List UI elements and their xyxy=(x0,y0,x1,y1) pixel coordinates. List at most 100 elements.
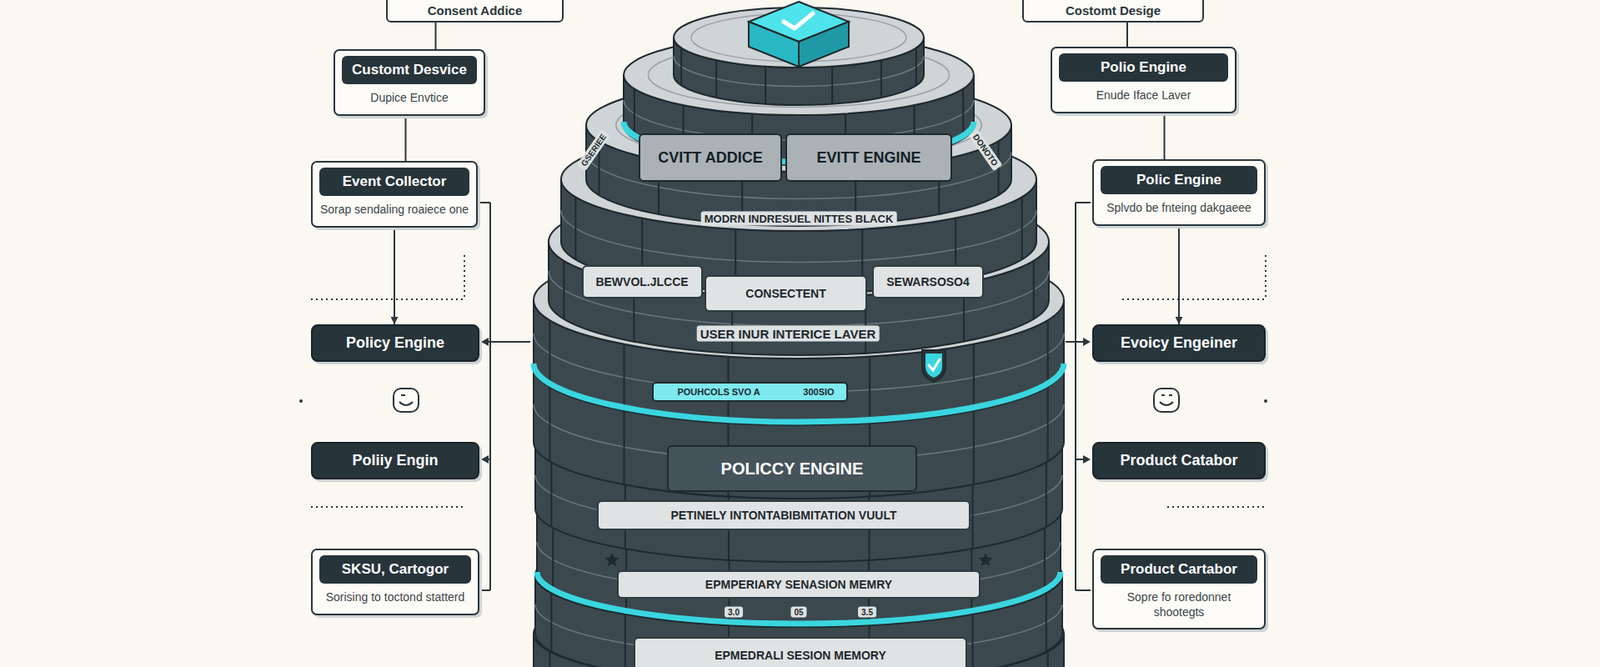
panel-seam xyxy=(880,60,883,98)
dotted-line xyxy=(463,255,466,300)
panel-seam xyxy=(1043,526,1046,593)
panel-seam xyxy=(548,651,551,667)
component-card: Polio EngineEnude Iface Laver xyxy=(1050,46,1237,114)
panel-seam xyxy=(548,320,551,387)
layer-band: EPMEDRALI SESION MEMORY xyxy=(633,636,968,667)
top-box: Consent Addice xyxy=(386,0,564,23)
layer-tab: CVITT ADDICE xyxy=(638,133,783,182)
panel-seam xyxy=(1047,651,1049,667)
node-heading: Polio Engine xyxy=(1058,53,1229,82)
node-heading: POLICCY ENGINE xyxy=(675,459,909,479)
layer-label: POUHCOLS SVO A xyxy=(673,386,763,398)
dot xyxy=(1263,399,1268,403)
node-heading: Costomt Desige xyxy=(1030,3,1196,18)
node-heading: EVITT ENGINE xyxy=(793,149,944,167)
layer-label: GSERIEE xyxy=(576,129,612,171)
component-card: SKSU, CartogorSorising to toctond statte… xyxy=(310,548,480,616)
arrow-head xyxy=(481,455,489,464)
panel-seam xyxy=(962,88,964,139)
node-heading: Policy Engine xyxy=(319,334,472,352)
bracket-line xyxy=(1074,202,1077,591)
bracket-tick xyxy=(1075,201,1091,204)
connector xyxy=(405,115,407,162)
node-body: Splvdo be fnteing dakgaeee xyxy=(1100,200,1258,216)
panel-seam xyxy=(548,386,551,462)
node-heading: EPMPERIARY SENASION MEMRY xyxy=(625,577,973,592)
panel-seam xyxy=(973,409,975,485)
node-body: Sorap sendaling roaiece one xyxy=(319,202,470,218)
bracket-tick xyxy=(1075,589,1091,592)
bracket-tick xyxy=(480,201,491,204)
node-heading: Product Catabor xyxy=(1100,451,1258,470)
dotted-line xyxy=(310,298,465,301)
panel-seam xyxy=(1021,196,1024,260)
component-card: Product CartaborSopre fo roredonnet shoo… xyxy=(1092,548,1266,630)
panel-seam xyxy=(831,66,833,105)
node-body: Dupice Envtice xyxy=(341,90,477,106)
bracket-line xyxy=(489,202,492,591)
layer-label: 05 xyxy=(790,606,807,618)
layer-stack xyxy=(533,7,1064,667)
layer-label: 3.5 xyxy=(857,606,877,618)
node-heading: Evoicy Engeiner xyxy=(1100,334,1258,352)
connector xyxy=(435,22,437,50)
dotted-line xyxy=(1264,255,1267,300)
panel-seam xyxy=(915,47,918,86)
arrow-head xyxy=(1083,455,1091,464)
node-heading: EPMEDRALI SESION MEMORY xyxy=(642,648,959,663)
check-mark xyxy=(928,359,940,371)
node-heading: Event Collector xyxy=(319,167,470,196)
layer-label: DONOTO xyxy=(968,129,1003,171)
cube-side xyxy=(798,21,849,67)
panel-seam xyxy=(972,481,974,549)
cyan-rim xyxy=(533,363,1064,422)
smiley-icon xyxy=(401,394,406,397)
dot xyxy=(299,399,303,403)
node-heading: Consent Addice xyxy=(394,3,556,18)
node-heading: CONSECTENT xyxy=(712,286,859,301)
panel-seam xyxy=(562,260,565,320)
layer-tab: CONSECTENT xyxy=(704,275,868,312)
dotted-line xyxy=(1122,298,1266,301)
layer-band: EPMPERIARY SENASION MEMRY xyxy=(616,570,981,599)
smiley-icon xyxy=(1159,401,1174,406)
star xyxy=(978,552,993,567)
component-card: Customt DesviceDupice Envtice xyxy=(333,49,486,116)
component-card: Polic EngineSplvdo be fnteing dakgaeee xyxy=(1092,159,1266,226)
node-heading: PETINELY INTONTABIBMITATION VUULT xyxy=(605,508,963,522)
dotted-lines xyxy=(310,255,1266,507)
star xyxy=(604,552,619,567)
layer-groove xyxy=(561,210,1037,263)
arrow-head xyxy=(1083,337,1091,347)
layer-label: USER INUR INTERICE LAVER xyxy=(697,326,880,342)
smiley-icon xyxy=(1161,394,1165,397)
smiley-icon xyxy=(1168,394,1173,397)
panel-seam xyxy=(1033,260,1035,320)
layer-label: 3.0 xyxy=(724,606,743,618)
layer-band: PETINELY INTONTABIBMITATION VUULT xyxy=(596,500,971,531)
arrow-head xyxy=(481,337,489,347)
layer-label: MODRN INDRESUEL NITTES BLACK xyxy=(701,211,898,226)
dotted-line xyxy=(310,506,465,508)
node-heading: SEWARSOSO4 xyxy=(880,275,976,289)
check-mark xyxy=(783,13,813,29)
component-pill: Poliiy Engin xyxy=(310,441,480,480)
panel-seam xyxy=(551,526,554,593)
component-pill: Policy Engine xyxy=(310,324,480,362)
top-box: Costomt Desige xyxy=(1022,0,1204,23)
panel-seam xyxy=(868,356,871,423)
panel-seam xyxy=(973,344,975,412)
node-body: Enude Iface Laver xyxy=(1058,88,1229,104)
panel-seam xyxy=(633,89,636,140)
component-pill: Product Catabor xyxy=(1092,441,1266,480)
node-body: Sorising to toctond statterd xyxy=(319,590,472,606)
panel-seam xyxy=(680,47,683,86)
layer-label: 300SIO xyxy=(799,386,838,398)
panel-seam xyxy=(550,592,552,652)
panel-seam xyxy=(550,460,552,527)
node-heading: BEWVOL.JLCCE xyxy=(590,275,695,289)
connector xyxy=(1178,225,1180,326)
connector xyxy=(393,227,396,326)
smiley-icon xyxy=(399,401,413,406)
